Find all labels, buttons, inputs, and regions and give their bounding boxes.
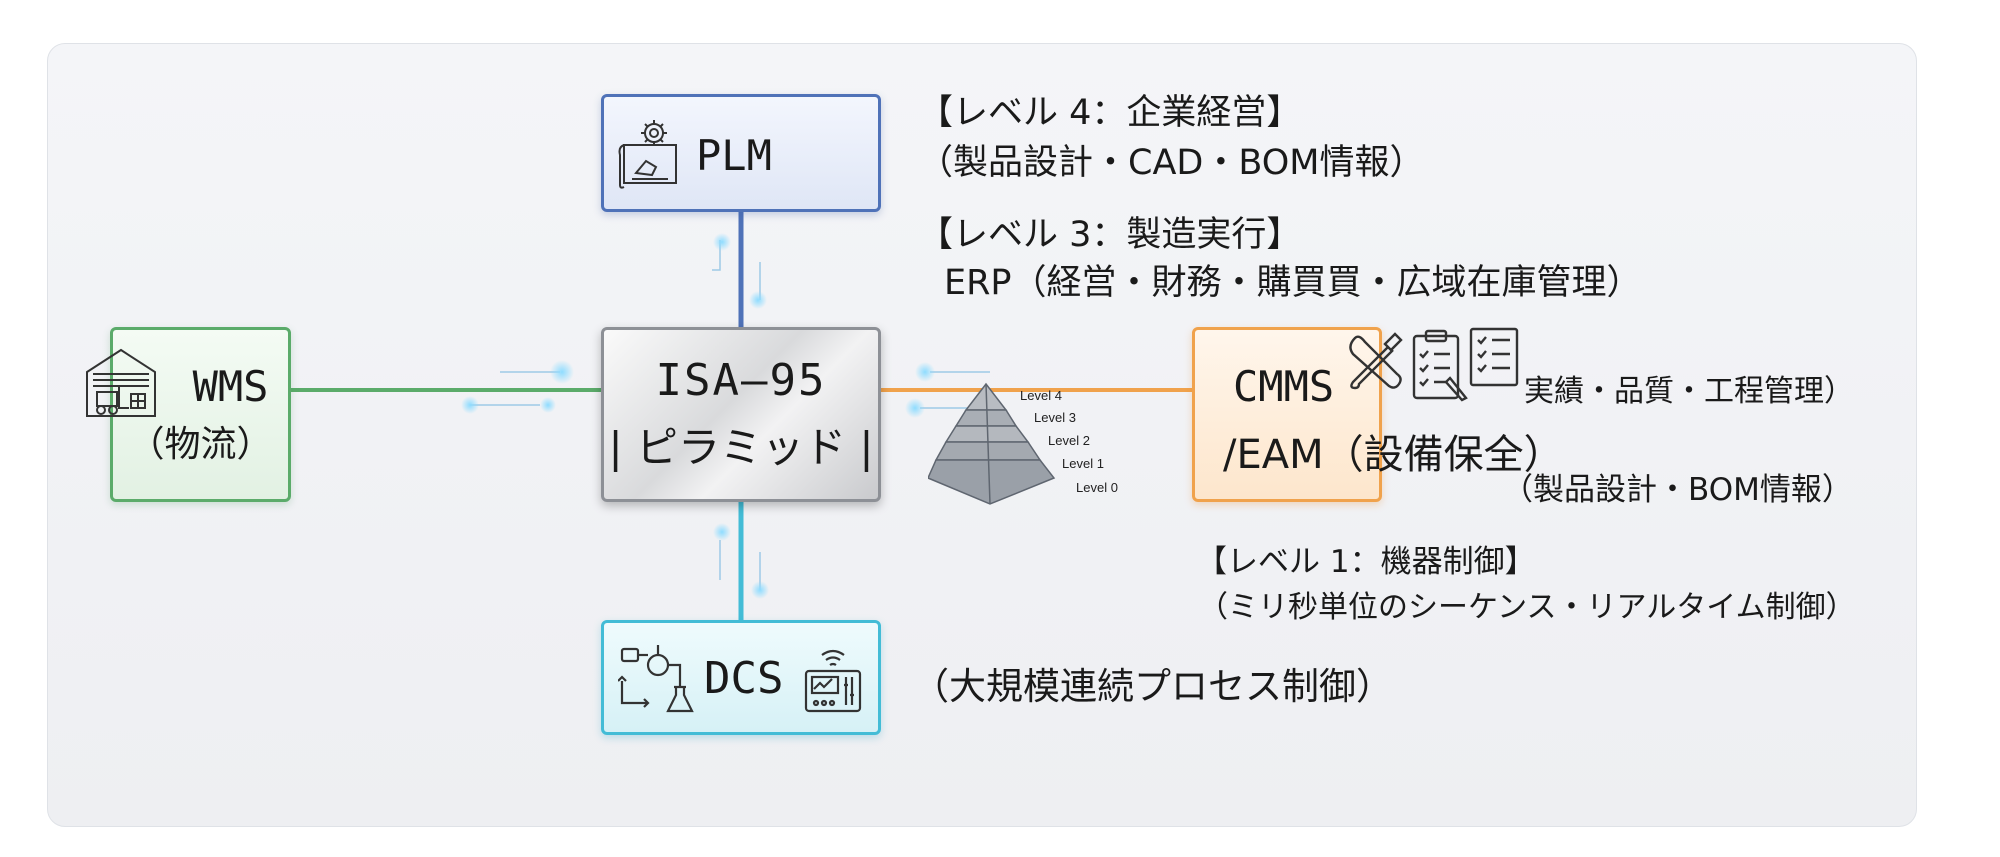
pyramid-level-4: Level 4 [1020, 388, 1062, 403]
level3-detail: ERP（経営・財務・購買買・広域在庫管理） [944, 263, 1642, 303]
cmms-right-note: 実績・品質・工程管理） [1524, 374, 1854, 409]
control-panel-icon [804, 649, 862, 713]
pyramid-level-2: Level 2 [1048, 433, 1090, 448]
plm-label: PLM [696, 131, 772, 180]
isa95-label: ISA—95 [655, 354, 827, 406]
cmms-box[interactable]: CMMS /EAM（設備保全） [1192, 327, 1564, 502]
pyramid-icon: Level 4 Level 3 Level 2 Level 1 Level 0 [928, 382, 1118, 505]
pyramid-level-0: Level 0 [1076, 480, 1118, 495]
plm-box[interactable]: PLM [601, 94, 881, 212]
clipboard-checklist-icon [1412, 329, 1468, 402]
isa95-sublabel: | ピラミッド | [608, 422, 874, 472]
pyramid-level-1: Level 1 [1062, 456, 1104, 471]
level1-detail: （ミリ秒単位のシーケンス・リアルタイム制御） [1198, 590, 1856, 625]
cmms-label: CMMS [1233, 362, 1335, 411]
blueprint-gear-icon [618, 120, 677, 189]
dcs-box[interactable]: DCS [601, 620, 881, 735]
wms-box[interactable]: WMS （物流） [86, 327, 291, 502]
cmms-sublabel: /EAM（設備保全） [1223, 432, 1564, 478]
wms-label: WMS [192, 362, 269, 411]
cmms-below-note: （製品設計・BOM情報） [1502, 472, 1853, 508]
pyramid-level-3: Level 3 [1034, 410, 1076, 425]
checklist-document-icon [1469, 327, 1519, 387]
level1-title: 【レベル 1：機器制御】 [1196, 544, 1536, 580]
dcs-detail: （大規模連続プロセス制御） [912, 665, 1393, 708]
wrench-screwdriver-icon [1349, 332, 1403, 390]
warehouse-forklift-icon [86, 348, 156, 417]
isa95-box[interactable]: ISA—95 | ピラミッド | [601, 327, 881, 502]
level3-title: 【レベル 3：製造実行】 [918, 215, 1302, 255]
glow-dots [461, 233, 935, 599]
wms-sublabel: （物流） [128, 424, 273, 465]
level4-detail: （製品設計・CAD・BOM情報） [918, 143, 1425, 183]
level4-title: 【レベル 4：企業経営】 [918, 93, 1302, 133]
process-flow-icon [618, 645, 694, 713]
dcs-label: DCS [704, 653, 784, 704]
